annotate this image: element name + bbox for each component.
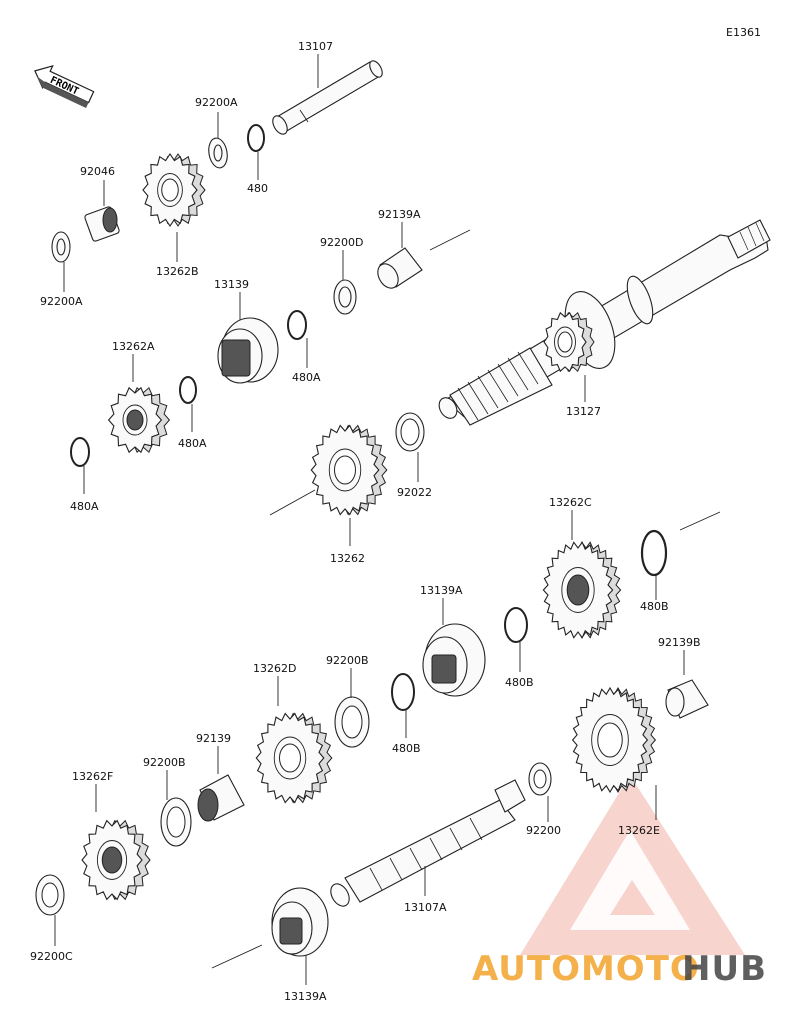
label-480a-2: 480A: [178, 437, 207, 450]
part-13127-gear[interactable]: [543, 311, 595, 373]
part-92200b-washer-1[interactable]: [334, 696, 370, 748]
part-13262b-gear[interactable]: [142, 153, 206, 227]
part-480b-circlip-1[interactable]: [640, 529, 668, 577]
label-13262b: 13262B: [156, 265, 199, 278]
label-13262e: 13262E: [618, 824, 660, 837]
label-480b-3: 480B: [392, 742, 421, 755]
part-92200c-washer[interactable]: [35, 874, 65, 916]
part-13262-gear[interactable]: [310, 424, 388, 516]
part-13262d-gear[interactable]: [255, 712, 333, 804]
label-13127: 13127: [566, 405, 601, 418]
part-92046-bearing[interactable]: [84, 206, 120, 242]
label-92200b-1: 92200B: [326, 654, 369, 667]
part-13262a-gear[interactable]: [107, 386, 171, 454]
part-480b-circlip-2[interactable]: [504, 607, 528, 643]
label-13139a-bottom: 13139A: [284, 990, 327, 1003]
label-92200b-2: 92200B: [143, 756, 186, 769]
part-480a-circlip-2[interactable]: [179, 376, 197, 404]
label-13139a: 13139A: [420, 584, 463, 597]
part-13139a-shifter[interactable]: [422, 623, 486, 697]
label-13262c: 13262C: [549, 496, 592, 509]
watermark-logo: [520, 775, 745, 955]
label-13262: 13262: [330, 552, 365, 565]
part-480a-circlip-3[interactable]: [70, 437, 90, 467]
label-92200: 92200: [526, 824, 561, 837]
part-480-circlip[interactable]: [247, 124, 265, 152]
part-92200d-washer[interactable]: [333, 279, 357, 315]
label-92139a: 92139A: [378, 208, 421, 221]
part-13127-shaft[interactable]: [436, 219, 771, 426]
label-480b-1: 480B: [640, 600, 669, 613]
label-13107a: 13107A: [404, 901, 447, 914]
part-13139-shifter[interactable]: [217, 317, 279, 384]
svg-text:AUTOMOTO: AUTOMOTO: [472, 949, 700, 989]
label-13139: 13139: [214, 278, 249, 291]
watermark-text: AUTOMOTO HUB: [472, 949, 767, 989]
part-13107a-shaft[interactable]: [327, 779, 526, 909]
label-480a-3: 480A: [70, 500, 99, 513]
label-92200a-top: 92200A: [195, 96, 238, 109]
part-13139a-shifter-bottom[interactable]: [271, 887, 329, 957]
diagram-code: E1361: [726, 26, 761, 39]
label-92046: 92046: [80, 165, 115, 178]
part-92139b-bushing[interactable]: [665, 679, 709, 719]
part-92200a-washer-left[interactable]: [51, 231, 71, 263]
label-480b-2: 480B: [505, 676, 534, 689]
front-arrow-icon: FRONT: [34, 64, 95, 108]
label-92200a-left: 92200A: [40, 295, 83, 308]
part-13107[interactable]: [270, 59, 385, 137]
label-480-top: 480: [247, 182, 268, 195]
part-13262c-gear[interactable]: [542, 541, 622, 639]
label-92022: 92022: [397, 486, 432, 499]
label-13262a: 13262A: [112, 340, 155, 353]
part-92022-washer[interactable]: [395, 412, 425, 452]
label-13262d: 13262D: [253, 662, 296, 675]
part-92200a-washer[interactable]: [207, 137, 230, 170]
label-92139b: 92139B: [658, 636, 701, 649]
label-92139: 92139: [196, 732, 231, 745]
label-92200c: 92200C: [30, 950, 73, 963]
part-13262f-gear[interactable]: [81, 819, 151, 901]
part-92139-bearing[interactable]: [197, 774, 245, 822]
part-480a-circlip-1[interactable]: [287, 310, 307, 340]
label-92200d: 92200D: [320, 236, 363, 249]
svg-text:HUB: HUB: [682, 949, 767, 989]
part-13262e-gear[interactable]: [571, 686, 657, 794]
label-13107: 13107: [298, 40, 333, 53]
label-480a-1: 480A: [292, 371, 321, 384]
part-92200b-washer-2[interactable]: [160, 797, 192, 847]
part-92139a-bushing[interactable]: [374, 247, 423, 292]
part-480b-circlip-3[interactable]: [391, 673, 415, 711]
label-13262f: 13262F: [72, 770, 113, 783]
part-92200-washer[interactable]: [528, 762, 552, 796]
